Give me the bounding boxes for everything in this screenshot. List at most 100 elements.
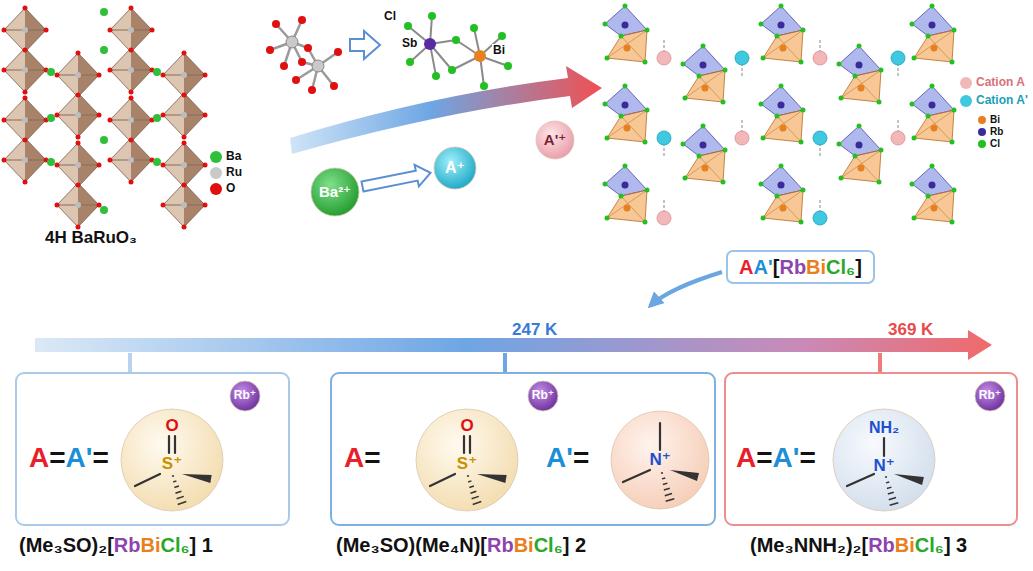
bond-line (135, 474, 160, 486)
legend-text: Bi (990, 114, 1000, 125)
axis-tick (878, 353, 882, 373)
hollow-arrow (350, 31, 380, 59)
polyhedra-chain (681, 124, 728, 185)
legend-text: Ba (226, 150, 241, 163)
formula-text: AA'[RbBiCl₆] (739, 256, 862, 279)
octahedra-pair (55, 51, 102, 140)
polyhedra-chain (910, 4, 957, 65)
hollow-arrow (362, 165, 431, 192)
formula-part: = (92, 442, 108, 473)
legend-text: Cation A (976, 76, 1025, 89)
circle-fill (536, 121, 574, 159)
formula-part: A' (773, 442, 800, 473)
formula-part: = (756, 442, 772, 473)
transform-arrow (290, 66, 602, 154)
circle-fill (416, 409, 518, 511)
polyhedra-chain (910, 84, 957, 145)
legend-swatch (960, 95, 972, 107)
octahedra-pair (55, 141, 102, 230)
hashed-bond (664, 488, 670, 490)
formula-part: = (364, 442, 380, 473)
atom-label: O (460, 416, 473, 436)
formula-part: = (49, 442, 65, 473)
hashed-bond (665, 494, 672, 496)
ion-label: Rb⁺ (532, 389, 554, 403)
formula-box: AA'[RbBiCl₆] (726, 250, 875, 284)
hashed-bond (470, 491, 476, 493)
hashed-bond (889, 498, 896, 500)
formula-part: A' (546, 442, 573, 473)
hashed-bond (472, 496, 479, 498)
hashed-bond (174, 486, 179, 488)
polyhedra-chain (603, 84, 650, 145)
site-label: A=A'= (29, 442, 109, 474)
formula-part: Cl₆ (915, 534, 944, 556)
formula-part: [ (773, 256, 780, 278)
circle-fill (611, 411, 709, 509)
polyhedra-chain (603, 164, 650, 225)
hashed-bond (888, 492, 894, 494)
circle-fill (121, 409, 223, 511)
bond-line (463, 436, 465, 453)
legend-swatch (978, 116, 986, 124)
formula-part: A (736, 442, 756, 473)
polyhedra-chain (837, 124, 884, 185)
formula-part: Rb (868, 534, 895, 556)
ba-atoms (47, 8, 161, 214)
pointer-arrow (650, 272, 722, 306)
hashed-bond (467, 475, 469, 477)
hashed-bond (177, 496, 184, 498)
rb-ion: Rb⁺ (527, 380, 559, 412)
ru-fragment (266, 16, 342, 94)
hashed-bond (175, 491, 181, 493)
polyhedra-chain (759, 164, 806, 225)
circle-fill (230, 381, 260, 411)
circle-fill (311, 168, 359, 216)
bond-line (623, 470, 650, 482)
bond-line (659, 423, 661, 450)
atom-label: Cl (383, 10, 397, 23)
cation-circle: OS⁺ (415, 408, 519, 512)
octahedra-pair (2, 6, 49, 95)
structure-label: 4H BaRuO₃ (45, 229, 137, 248)
legend-swatch (960, 77, 972, 89)
circle-fill (975, 381, 1005, 411)
polyhedra-chain (759, 4, 806, 65)
formula-part: A' (66, 442, 93, 473)
bond-line (883, 438, 885, 456)
formula-part: Bi (806, 256, 826, 278)
axis-tick (503, 353, 507, 373)
circle-fill (528, 381, 558, 411)
bond-line (430, 474, 455, 486)
legend-text: Rb (990, 126, 1003, 137)
formula-part: A' (754, 256, 773, 278)
compound-panel: 247 KA=A'=(Me₃SO)(Me₄N)[RbBiCl₆] 2OS⁺Rb⁺… (330, 372, 716, 526)
site-label: A=A'= (736, 442, 816, 474)
compound-panel: 369 KA=A'=(Me₃NNH₂)₂[RbBiCl₆] 3NH₂N⁺Rb⁺ (724, 372, 1018, 526)
formula-part: Bi (514, 534, 534, 556)
ion-label: A⁺ (445, 159, 465, 177)
rbbicl-fragment (404, 12, 512, 90)
formula-part: ] (855, 256, 862, 278)
cation-circle: N⁺ (610, 410, 710, 510)
formula-part: Rb (487, 534, 514, 556)
compound-caption: (Me₃SO)(Me₄N)[RbBiCl₆] 2 (336, 534, 586, 557)
polyhedra-chain (759, 84, 806, 145)
ion-label: Rb⁺ (979, 389, 1001, 403)
polyhedra-chain (910, 164, 957, 225)
atom-label: O (165, 416, 178, 436)
formula-part: A (344, 442, 364, 473)
transition-temperature: 369 K (888, 320, 933, 340)
formula-part: ] 3 (944, 534, 967, 556)
cation-circle: OS⁺ (120, 408, 224, 512)
ion-circle: Ba²⁺ (310, 167, 360, 217)
polyhedra-chain (681, 44, 728, 105)
atom-label: NH₂ (869, 419, 899, 437)
legend-text: Cl (990, 138, 1000, 149)
wedge-bond (894, 474, 924, 485)
legend-swatch (210, 167, 222, 179)
hashed-bond (666, 499, 675, 502)
rbbicl-structure (603, 4, 957, 226)
formula-part: Bi (140, 534, 160, 556)
polyhedra-chain (603, 4, 650, 65)
